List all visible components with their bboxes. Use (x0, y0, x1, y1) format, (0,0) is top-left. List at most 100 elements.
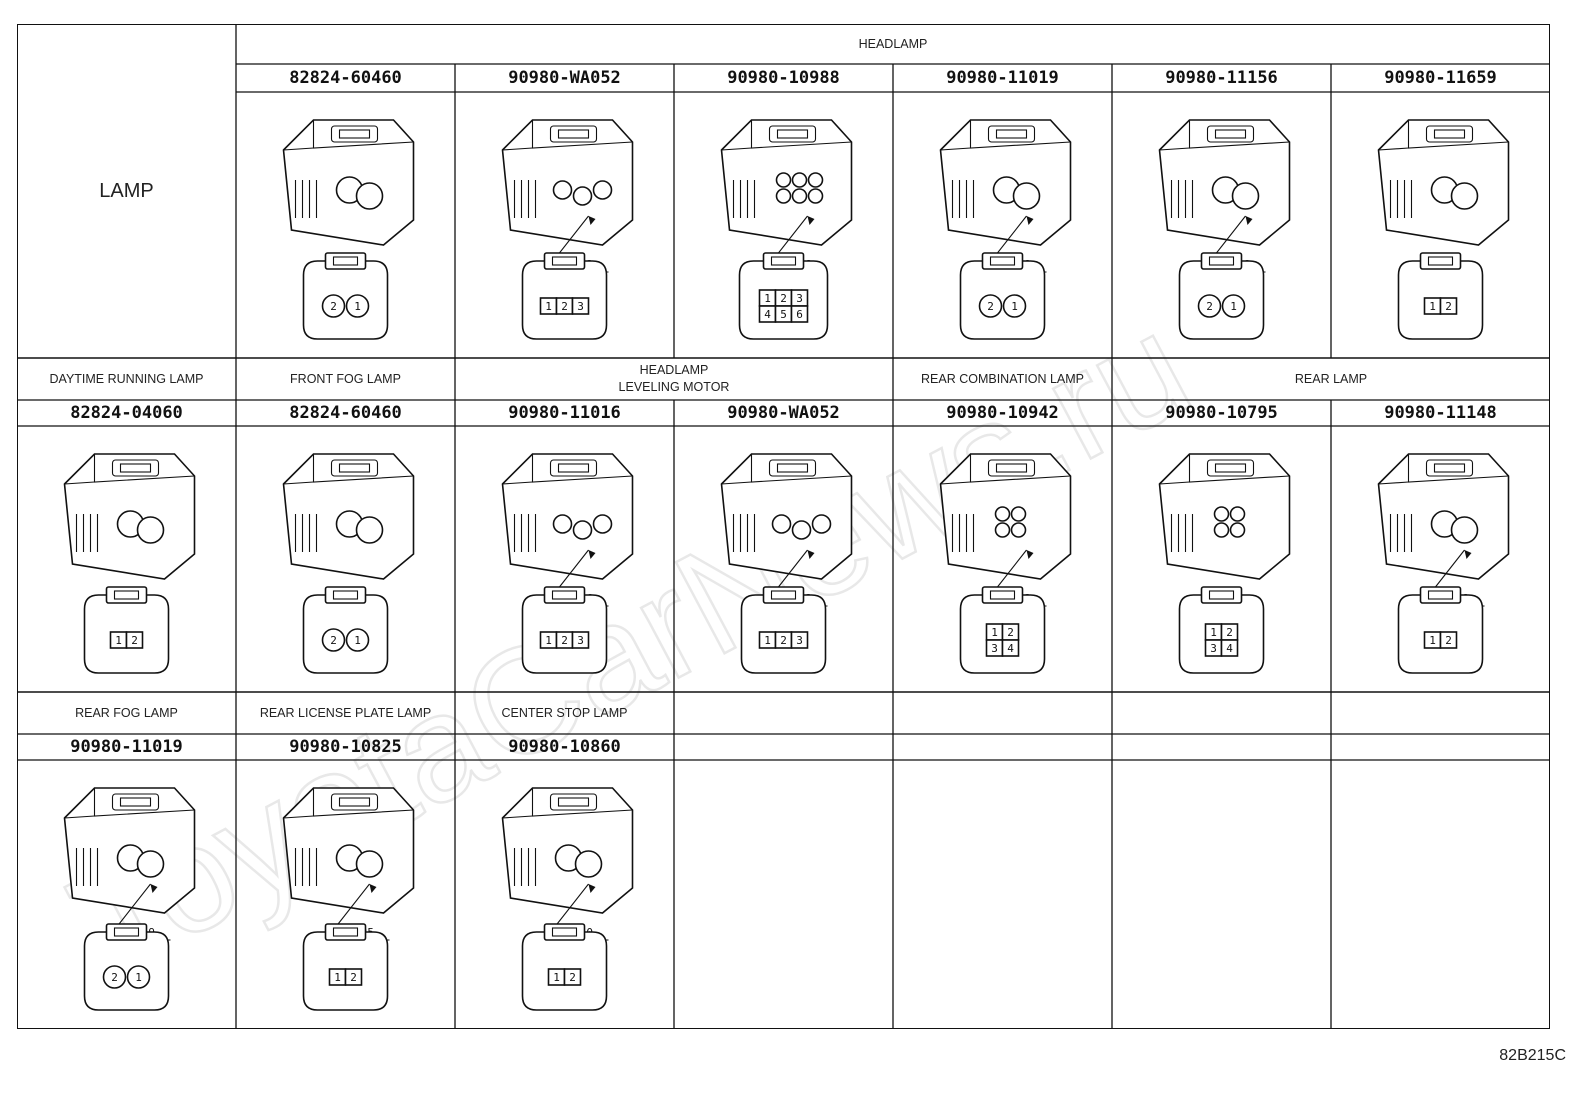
diagram-code: 82B215C (1499, 1047, 1566, 1064)
connector-housing-view (939, 119, 1072, 246)
connector-table: LAMPHEADLAMP82824-604602190980-WA052WA05… (17, 24, 1550, 1029)
pin-number: 2 (780, 292, 787, 305)
section-label: REAR FOG LAMP (75, 705, 178, 720)
pin-number: 4 (764, 308, 771, 321)
connector-cell (674, 760, 893, 1029)
pin-number: 1 (135, 971, 142, 984)
part-number: 90980-10988 (727, 68, 840, 88)
section-label (893, 692, 1112, 734)
callout-arrowhead (1464, 550, 1472, 559)
section-label (1331, 692, 1550, 734)
connector-cell (1112, 760, 1331, 1029)
callout-arrowhead (369, 884, 377, 893)
part-number: 82824-60460 (289, 68, 402, 88)
connector-housing-view (63, 787, 196, 914)
connector-housing-view (501, 119, 634, 246)
pin-number: 2 (561, 300, 568, 313)
callout-arrowhead (1026, 550, 1034, 559)
part-number (674, 734, 893, 760)
connector-housing-view (720, 453, 853, 580)
section-label: REAR COMBINATION LAMP (921, 371, 1084, 386)
connector-cell (893, 760, 1112, 1029)
pin-number: 1 (1210, 626, 1217, 639)
section-label (1112, 692, 1331, 734)
section-label: DAYTIME RUNNING LAMP (49, 371, 204, 386)
pin-number: 1 (115, 634, 122, 647)
pin-number: 2 (1007, 626, 1014, 639)
pin-number: 1 (991, 626, 998, 639)
pin-number: 4 (1007, 642, 1014, 655)
callout-arrowhead (807, 216, 815, 225)
pin-number: 1 (354, 634, 361, 647)
callout-arrowhead (150, 884, 158, 893)
part-number: 90980-WA052 (508, 68, 621, 88)
pin-number: 1 (764, 634, 771, 647)
pin-number: 2 (1226, 626, 1233, 639)
connector-housing-view (282, 453, 415, 580)
part-number: 90980-11016 (508, 403, 621, 423)
pin-number: 1 (1429, 634, 1436, 647)
pin-number: 1 (354, 300, 361, 313)
pin-number: 3 (1210, 642, 1217, 655)
pin-number: 2 (330, 300, 337, 313)
part-number: 82824-60460 (289, 403, 402, 423)
section-label: REAR LICENSE PLATE LAMP (259, 705, 432, 720)
callout-arrowhead (588, 216, 596, 225)
pin-number: 2 (1445, 634, 1452, 647)
pin-number: 3 (577, 300, 584, 313)
pin-number: 1 (1011, 300, 1018, 313)
part-number: 90980-11019 (946, 68, 1059, 88)
pin-number: 6 (796, 308, 803, 321)
part-number: 90980-10942 (946, 403, 1059, 423)
pin-number: 1 (553, 971, 560, 984)
part-number: 90980-11019 (70, 737, 183, 757)
callout-arrowhead (807, 550, 815, 559)
pin-number: 5 (780, 308, 787, 321)
part-number: 90980-11148 (1384, 403, 1497, 423)
callout-arrowhead (1245, 216, 1253, 225)
part-number: 90980-11659 (1384, 68, 1497, 88)
pin-number: 3 (796, 292, 803, 305)
connector-housing-view (1377, 119, 1510, 246)
pin-number: 2 (131, 634, 138, 647)
pin-number: 2 (780, 634, 787, 647)
connector-housing-view (501, 787, 634, 914)
pin-number: 1 (1429, 300, 1436, 313)
connector-housing-view (1158, 453, 1291, 580)
